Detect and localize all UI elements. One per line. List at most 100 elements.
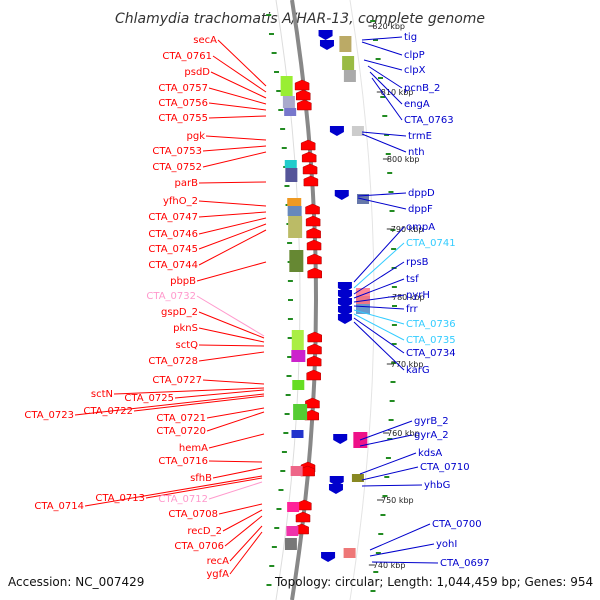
gene-label-cta_0723: CTA_0723 xyxy=(24,410,74,421)
gene-label-cta_0745: CTA_0745 xyxy=(148,244,198,255)
gene-leader-line xyxy=(361,36,403,41)
gene-leader-line xyxy=(353,261,405,295)
reverse-gene-arrow xyxy=(337,282,352,292)
forward-gene-arrow xyxy=(297,499,312,511)
ring-dash xyxy=(391,324,397,326)
ring-dash xyxy=(384,134,390,136)
reverse-gene-arrow xyxy=(337,306,352,316)
reverse-gene-arrow xyxy=(334,190,349,200)
ring-dash xyxy=(274,71,280,73)
gene-leader-line xyxy=(369,71,403,105)
gene-leader-line xyxy=(198,229,267,266)
gene-leader-line xyxy=(353,309,405,325)
gene-leader-line xyxy=(229,531,263,575)
forward-gene-arrow xyxy=(301,151,317,163)
gene-leader-line xyxy=(212,55,267,93)
gene-label-recd_2: recD_2 xyxy=(187,526,222,537)
gene-label-pcnb_2: pcnB_2 xyxy=(404,83,440,94)
feature-block xyxy=(290,466,303,476)
gene-label-kdsa: kdsA xyxy=(418,448,442,459)
ring-dash xyxy=(266,584,272,586)
gene-label-cta_0752: CTA_0752 xyxy=(152,162,202,173)
ring-dash xyxy=(389,210,395,212)
gene-label-seca: secA xyxy=(193,35,217,46)
gene-leader-line xyxy=(210,71,267,99)
forward-gene-arrow xyxy=(305,203,320,215)
gene-label-pkns: pknS xyxy=(173,323,198,334)
gene-label-yfho_2: yfhO_2 xyxy=(163,196,198,207)
gene-leader-line xyxy=(198,211,267,218)
forward-gene-arrow xyxy=(302,163,318,175)
ring-dash xyxy=(384,476,390,478)
gene-leader-line xyxy=(198,217,267,235)
gene-label-cta_0734: CTA_0734 xyxy=(406,348,456,359)
gene-leader-line xyxy=(218,503,263,515)
gene-leader-line xyxy=(208,115,267,119)
ring-dash xyxy=(281,451,287,453)
gene-leader-line xyxy=(353,278,405,299)
gene-leader-line xyxy=(198,200,267,207)
gene-label-cta_0727: CTA_0727 xyxy=(152,375,202,386)
ring-dash xyxy=(391,286,397,288)
ring-dash xyxy=(287,280,293,282)
gene-leader-line xyxy=(174,389,265,399)
gene-label-yhbg: yhbG xyxy=(424,480,450,491)
gene-label-yohi: yohI xyxy=(436,539,457,550)
gene-leader-line xyxy=(145,477,263,499)
feature-block xyxy=(343,70,356,82)
ring-dash xyxy=(387,172,393,174)
gene-label-cta_0721: CTA_0721 xyxy=(156,413,206,424)
feature-block xyxy=(289,250,304,272)
gene-label-tsf: tsf xyxy=(406,274,419,285)
feature-block xyxy=(285,168,298,182)
gene-leader-line xyxy=(353,242,405,289)
ring-dash xyxy=(285,394,291,396)
ring-dash xyxy=(287,337,293,339)
outer-ring-arc xyxy=(349,0,375,600)
reverse-gene-arrow xyxy=(318,30,333,40)
feature-block xyxy=(355,288,370,296)
ring-dash xyxy=(269,565,275,567)
gene-label-hema: hemA xyxy=(179,443,208,454)
gene-label-cta_0735: CTA_0735 xyxy=(406,335,456,346)
ring-dash xyxy=(375,552,381,554)
gene-label-cta_0713: CTA_0713 xyxy=(95,493,145,504)
gene-label-cta_0736: CTA_0736 xyxy=(406,319,456,330)
gene-label-cta_0746: CTA_0746 xyxy=(148,229,198,240)
gene-label-cta_0732: CTA_0732 xyxy=(146,291,196,302)
gene-leader-line xyxy=(229,525,263,562)
gene-label-rpsb: rpsB xyxy=(406,257,429,268)
gene-leader-line xyxy=(369,543,435,557)
feature-block xyxy=(339,36,352,52)
gene-label-gyrb_2: gyrB_2 xyxy=(414,416,449,427)
footer: Accession: NC_007429 Topology: circular;… xyxy=(8,575,593,589)
feature-block xyxy=(343,548,356,558)
ring-dash xyxy=(390,229,396,231)
gene-label-cta_0708: CTA_0708 xyxy=(168,509,218,520)
gene-leader-line xyxy=(196,261,267,282)
gene-label-sctq: sctQ xyxy=(176,340,199,351)
gene-label-cta_0712: CTA_0712 xyxy=(158,494,208,505)
ring-dash xyxy=(283,432,289,434)
topology-text: Topology: circular; Length: 1,044,459 bp… xyxy=(274,575,593,589)
feature-block xyxy=(291,330,304,350)
ring-dash xyxy=(378,77,384,79)
kbp-tick-label: 810 kbp xyxy=(381,88,414,97)
gene-label-trme: trmE xyxy=(408,131,432,142)
gene-label-karg: karG xyxy=(406,365,430,376)
forward-gene-arrow xyxy=(305,397,320,409)
kbp-tick-label: 740 kbp xyxy=(373,561,406,570)
ring-dash xyxy=(378,533,384,535)
gene-leader-line xyxy=(363,59,403,71)
ring-dash xyxy=(372,39,378,41)
gene-label-pbpb: pbpB xyxy=(170,276,196,287)
gene-label-reca: recA xyxy=(207,556,230,567)
gene-label-ompa: ompA xyxy=(406,222,435,233)
ring-dash xyxy=(388,419,394,421)
gene-leader-line xyxy=(357,197,407,210)
kbp-tick-label: 760 kbp xyxy=(387,429,420,438)
ring-dash xyxy=(284,185,290,187)
ring-dash xyxy=(391,343,397,345)
gene-label-pyrh: pyrH xyxy=(406,290,430,301)
gene-leader-line xyxy=(198,327,265,343)
